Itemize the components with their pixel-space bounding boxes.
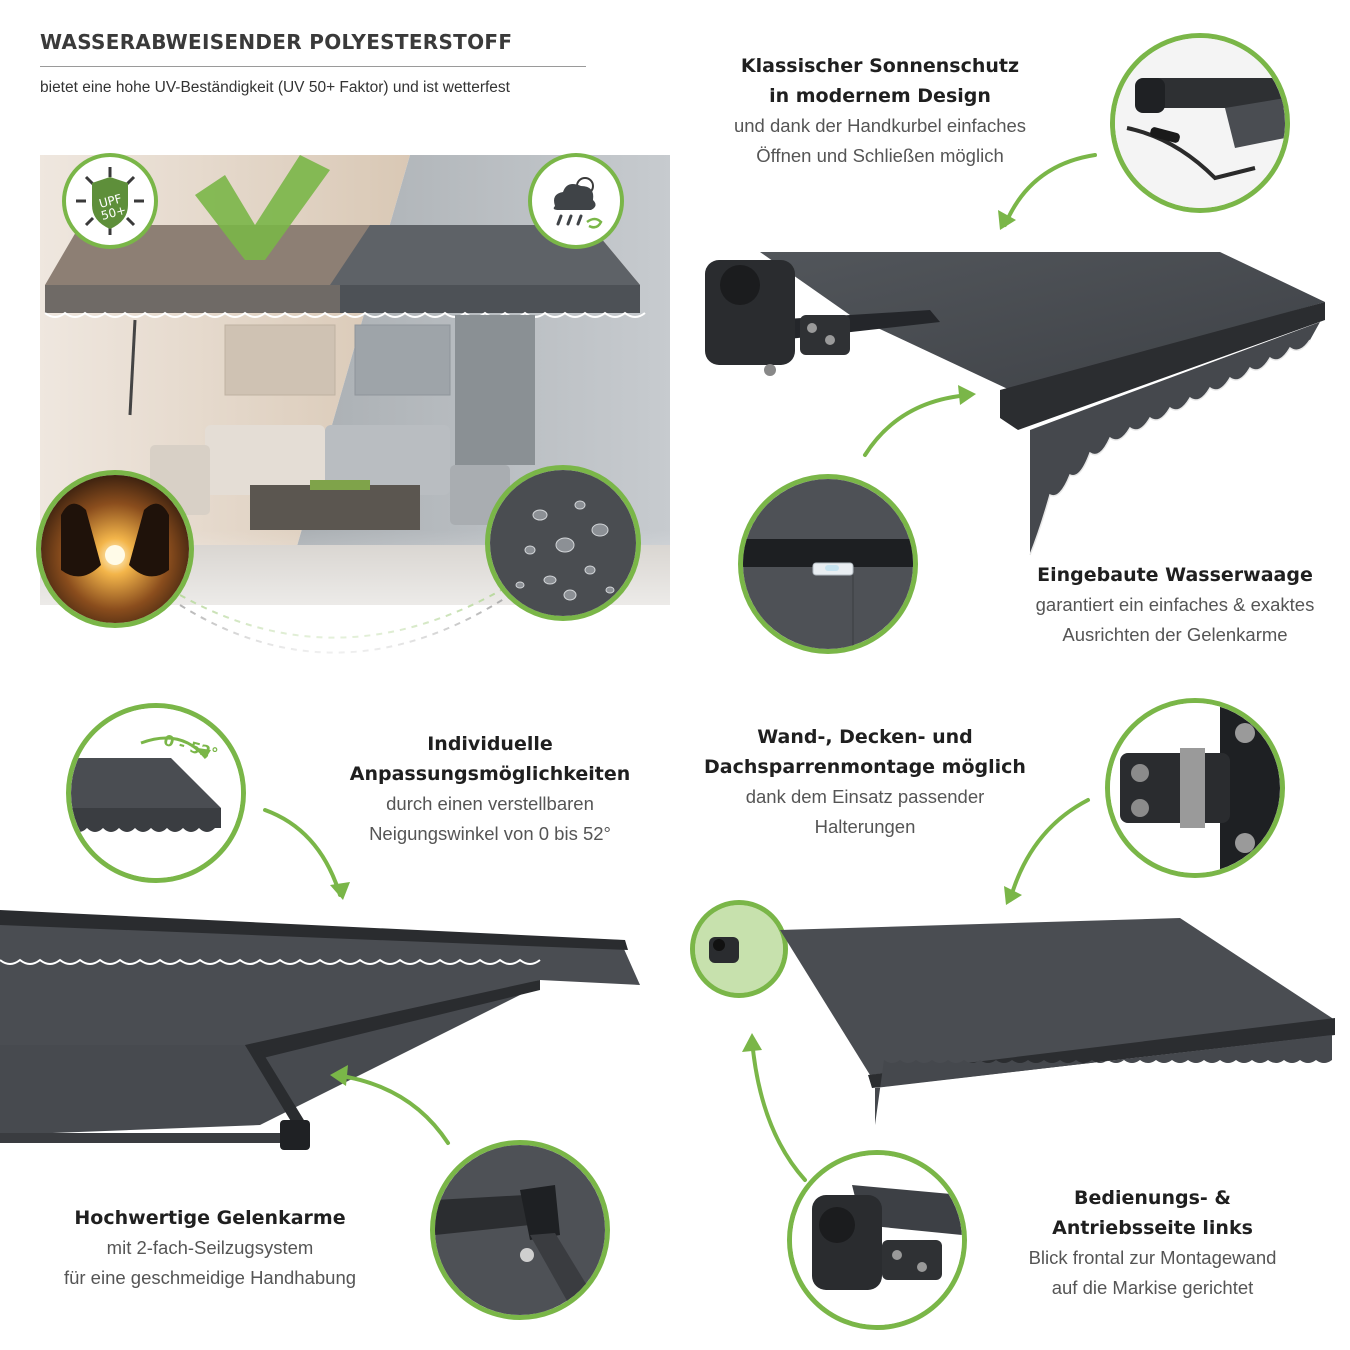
detail-circle-spirit-level (738, 474, 918, 654)
sun-shield-icon (76, 167, 144, 235)
feature-desc-adjust-2: Neigungswinkel von 0 bis 52° (369, 823, 611, 844)
awning-arm-image (0, 905, 650, 1175)
feature-desc-level: garantiert ein einfaches & exaktes (1035, 594, 1315, 615)
arrowhead-mount (1004, 886, 1022, 905)
feature-title-mount-2: Dachsparrenmontage möglich (704, 756, 1026, 778)
detail-circle-angle: 0 - 52° (66, 703, 246, 883)
feature-desc-mount: dank dem Einsatz passender (745, 786, 985, 807)
feature-desc-design: und dank der Handkurbel einfaches (733, 115, 1027, 136)
feature-desc-adjust: durch einen verstellbaren (386, 793, 594, 814)
feature-desc-drive-2: auf die Markise gerichtet (1051, 1277, 1254, 1298)
weather-badge (528, 153, 624, 249)
arrowhead-crank (998, 210, 1016, 230)
feature-title-drive-2: Antriebsseite links (1052, 1217, 1253, 1239)
detail-circle-hand-crank (1110, 33, 1290, 213)
feature-desc-drive: Blick frontal zur Montagewand (1028, 1247, 1277, 1268)
section-subtitle-fabric: bietet eine hohe UV-Beständigkeit (UV 50… (40, 79, 510, 96)
feature-title-level: Eingebaute Wasserwaage (1037, 564, 1313, 586)
detail-circle-joint-arm (430, 1140, 610, 1320)
feature-desc-arms: mit 2-fach-Seilzugsystem (106, 1237, 314, 1258)
detail-circle-crank-side (787, 1150, 967, 1330)
section-title-fabric: WASSERABWEISENDER POLYESTERSTOFF (40, 30, 513, 54)
awning-main-image (700, 240, 1330, 570)
feature-title-drive: Bedienungs- & (1074, 1187, 1231, 1209)
feature-title-design-2: in modernem Design (769, 85, 991, 107)
upf-badge: UPF 50+ (62, 153, 158, 249)
arrowhead-adjust (330, 882, 350, 900)
feature-desc-design-2: Öffnen und Schließen möglich (756, 145, 1004, 166)
title-divider (40, 66, 586, 67)
feature-title-mount: Wand-, Decken- und (757, 726, 973, 748)
feature-title-arms: Hochwertige Gelenkarme (74, 1207, 346, 1229)
detail-circle-mounting-bracket (1105, 698, 1285, 878)
feature-title-adjust: Individuelle (427, 733, 553, 755)
feature-title-design: Klassischer Sonnenschutz (740, 55, 1020, 77)
detail-circle-water-repellent (485, 465, 641, 621)
detail-circle-drive-side (690, 900, 788, 998)
feature-desc-level-2: Ausrichten der Gelenkarme (1062, 624, 1288, 645)
awning-front-image (740, 910, 1340, 1130)
feature-desc-arms-2: für eine geschmeidige Handhabung (63, 1267, 357, 1288)
feature-desc-mount-2: Halterungen (814, 816, 916, 837)
rain-cloud-icon (553, 177, 603, 229)
feature-title-adjust-2: Anpassungsmöglichkeiten (349, 763, 631, 785)
arrow-adjust (263, 808, 342, 897)
detail-circle-sun-protection (36, 470, 194, 628)
